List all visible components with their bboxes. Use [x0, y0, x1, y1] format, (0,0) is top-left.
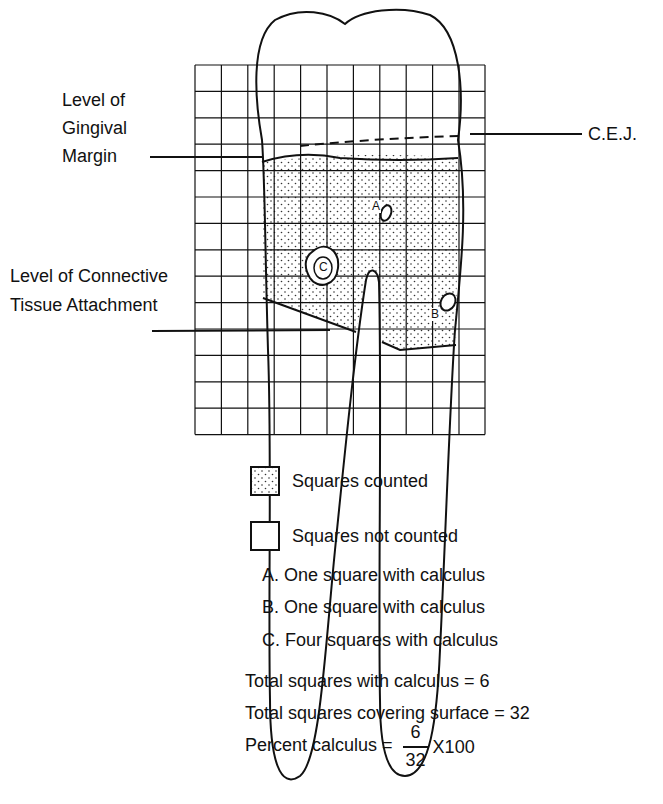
formula-factor: X100: [433, 736, 475, 758]
attachment-line: [263, 298, 456, 350]
note-text: B. One square with calculus: [262, 596, 485, 618]
tooth-outline: [256, 10, 463, 780]
legend-swatch: [250, 521, 280, 551]
legend-swatch: [250, 466, 280, 496]
fraction-denominator: 32: [406, 749, 426, 771]
leader-line: [152, 330, 330, 331]
note-text: C. Four squares with calculus: [262, 629, 498, 651]
grid: [195, 65, 485, 435]
legend-text: Squares counted: [292, 470, 428, 492]
calculus-c-inner: [314, 257, 332, 279]
calculus-b: [437, 291, 458, 314]
fraction-bar: [403, 746, 429, 748]
total-text: Total squares covering surface = 32: [245, 702, 530, 724]
legend-text: Squares not counted: [292, 525, 458, 547]
callout-letter: C: [318, 261, 329, 274]
calculus-c: [306, 247, 338, 285]
gingival-line: [262, 155, 458, 162]
leader-line: [150, 156, 262, 158]
callout-label: Level of Gingival Margin: [62, 86, 172, 170]
callout-letter: A: [371, 200, 381, 213]
callout-label: Level of Connective Tissue Attachment: [10, 262, 175, 320]
leader-line: [470, 133, 582, 135]
callout-letter: B: [430, 308, 440, 321]
cej-line: [300, 136, 462, 146]
total-text: Total squares with calculus = 6: [245, 670, 490, 692]
formula-text: Percent calculus =: [245, 734, 393, 756]
fraction-numerator: 6: [411, 721, 421, 743]
callout-label: C.E.J.: [588, 123, 637, 145]
note-text: A. One square with calculus: [262, 564, 485, 586]
